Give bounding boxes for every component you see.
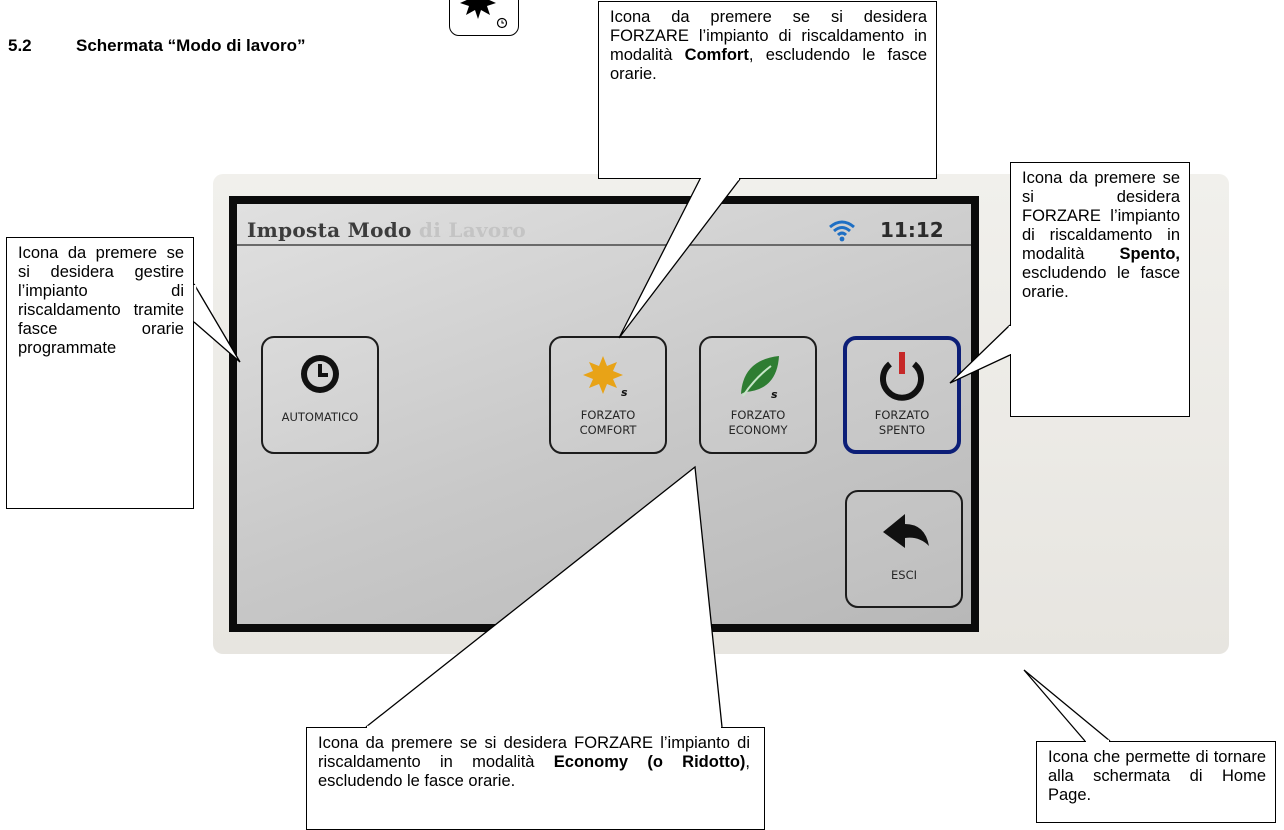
svg-text:s: s [621,386,628,399]
callout-economy-bold: Economy (o Ridotto) [553,753,746,771]
section-title: Schermata “Modo di lavoro” [76,36,306,55]
economy-label: FORZATO ECONOMY [701,408,815,438]
callout-comfort: Icona da premere se si desidera FORZARE … [598,1,937,179]
callout-spento-bold: Spento, [1119,245,1181,263]
callout-comfort-text: Icona da premere se si desidera FORZARE … [610,8,927,64]
comfort-label-line2: COMFORT [579,423,637,437]
touch-screen: Imposta Modo di Lavoro 11:12 AUTOMATICO [229,196,979,632]
sun-clock-icon [449,0,519,36]
clock-icon [263,350,377,408]
callout-economy: Icona da premere se si desidera FORZARE … [306,727,765,830]
svg-text:s: s [771,388,778,401]
callout-spento: Icona da premere se si desidera FORZARE … [1010,162,1190,417]
comfort-label-line1: FORZATO [580,408,636,422]
callout-economy-tail: , escludendo le fasce orarie. [318,753,750,790]
callout-spento-tail: escludendo le fasce orarie. [1022,264,1180,301]
forzato-economy-button[interactable]: s FORZATO ECONOMY [699,336,817,454]
esci-label: ESCI [891,568,917,582]
screen-title: Imposta Modo di Lavoro [247,218,526,242]
wifi-icon [827,218,857,242]
automatico-button[interactable]: AUTOMATICO [261,336,379,454]
screen-time: 11:12 [880,218,944,242]
screen-title-faded: di Lavoro [411,218,527,242]
forzato-spento-button[interactable]: FORZATO SPENTO [843,336,961,454]
economy-label-line1: FORZATO [730,408,786,422]
esci-button[interactable]: ESCI [845,490,963,608]
leaf-icon: s [701,350,815,408]
spento-label-line1: FORZATO [874,408,930,422]
callout-esci: Icona che permette di tornare alla scher… [1036,741,1276,823]
screen-title-main: Imposta Modo [247,218,412,242]
callout-automatico: Icona da premere se si desidera gestire … [6,237,194,509]
automatico-label: AUTOMATICO [281,410,359,424]
spento-label-line2: SPENTO [878,423,926,437]
power-icon [847,352,957,410]
section-number: 5.2 [8,36,32,55]
forzato-comfort-button[interactable]: s FORZATO COMFORT [549,336,667,454]
callout-economy-text: Icona da premere se si desidera FORZARE … [318,734,750,771]
back-arrow-icon [847,504,961,562]
spento-label: FORZATO SPENTO [847,408,957,438]
economy-label-line2: ECONOMY [728,423,788,437]
callout-comfort-tail: , escludendo le fasce orarie. [610,46,927,83]
sun-icon: s [551,350,665,408]
screen-header-divider [237,244,971,246]
callout-spento-text: Icona da premere se si desidera FORZARE … [1022,169,1180,263]
callout-comfort-bold: Comfort [684,46,749,64]
comfort-label: FORZATO COMFORT [551,408,665,438]
